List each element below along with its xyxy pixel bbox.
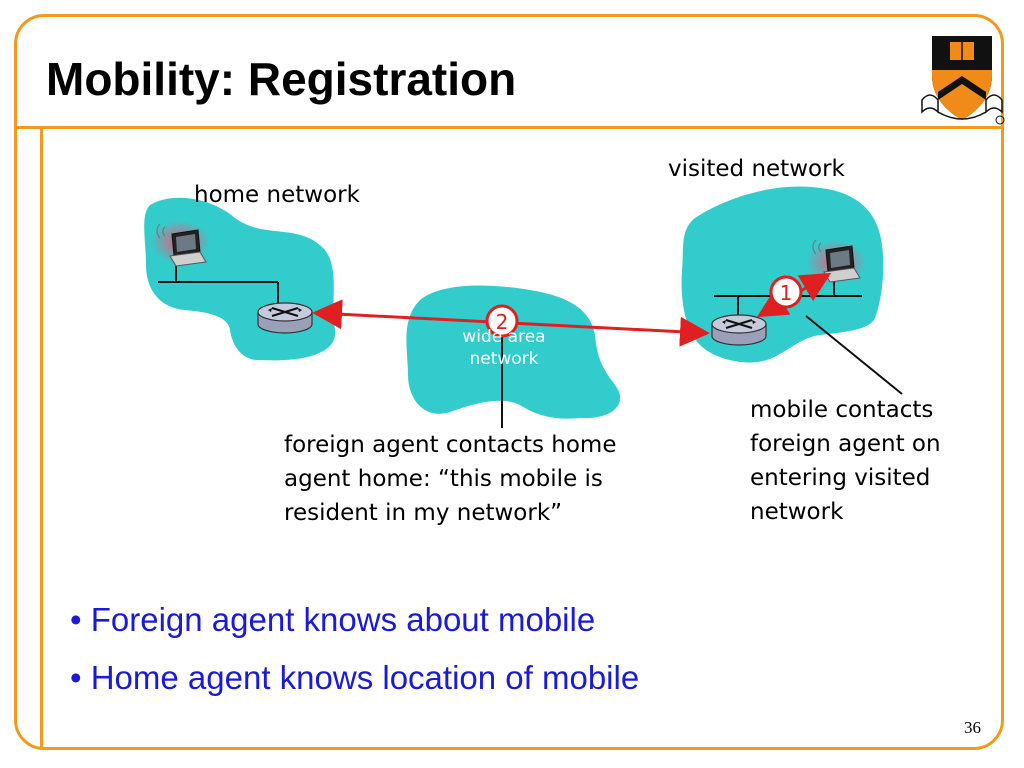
home-laptop-icon [150,220,210,267]
bullet-list: • Foreign agent knows about mobile • Hom… [70,600,639,716]
wide-area-line-2: network [469,349,539,369]
wide-area-network-label: wide area network [444,326,564,370]
wide-area-line-1: wide area [462,327,546,347]
step1-badge: 1 [780,281,793,305]
caption-line: network [750,499,844,525]
caption-line: entering visited [750,465,931,491]
slide-frame [14,14,1004,750]
page-number: 36 [964,718,981,737]
caption-line: mobile contacts [750,397,934,423]
princeton-shield-logo [921,36,1005,125]
caption-line: foreign agent contacts home [284,432,617,458]
mobile-caption: mobile contacts foreign agent on enterin… [750,393,941,529]
side-divider [40,126,43,748]
title-divider [17,126,1004,129]
bullet-item: • Foreign agent knows about mobile [70,601,596,638]
visited-network-label: visited network [668,156,845,182]
home-network-label: home network [194,182,360,208]
foreign-agent-caption: foreign agent contacts home agent home: … [284,428,616,530]
visited-router-icon [711,314,767,346]
caption-line: resident in my network” [284,500,563,526]
visited-laptop-icon [806,239,866,284]
home-router-icon [257,302,313,334]
step2-badge: 2 [496,310,509,334]
bullet-item: • Home agent knows location of mobile [70,659,640,696]
caption-line: foreign agent on [750,431,941,457]
caption-line: agent home: “this mobile is [284,466,603,492]
slide-title: Mobility: Registration [46,53,517,105]
